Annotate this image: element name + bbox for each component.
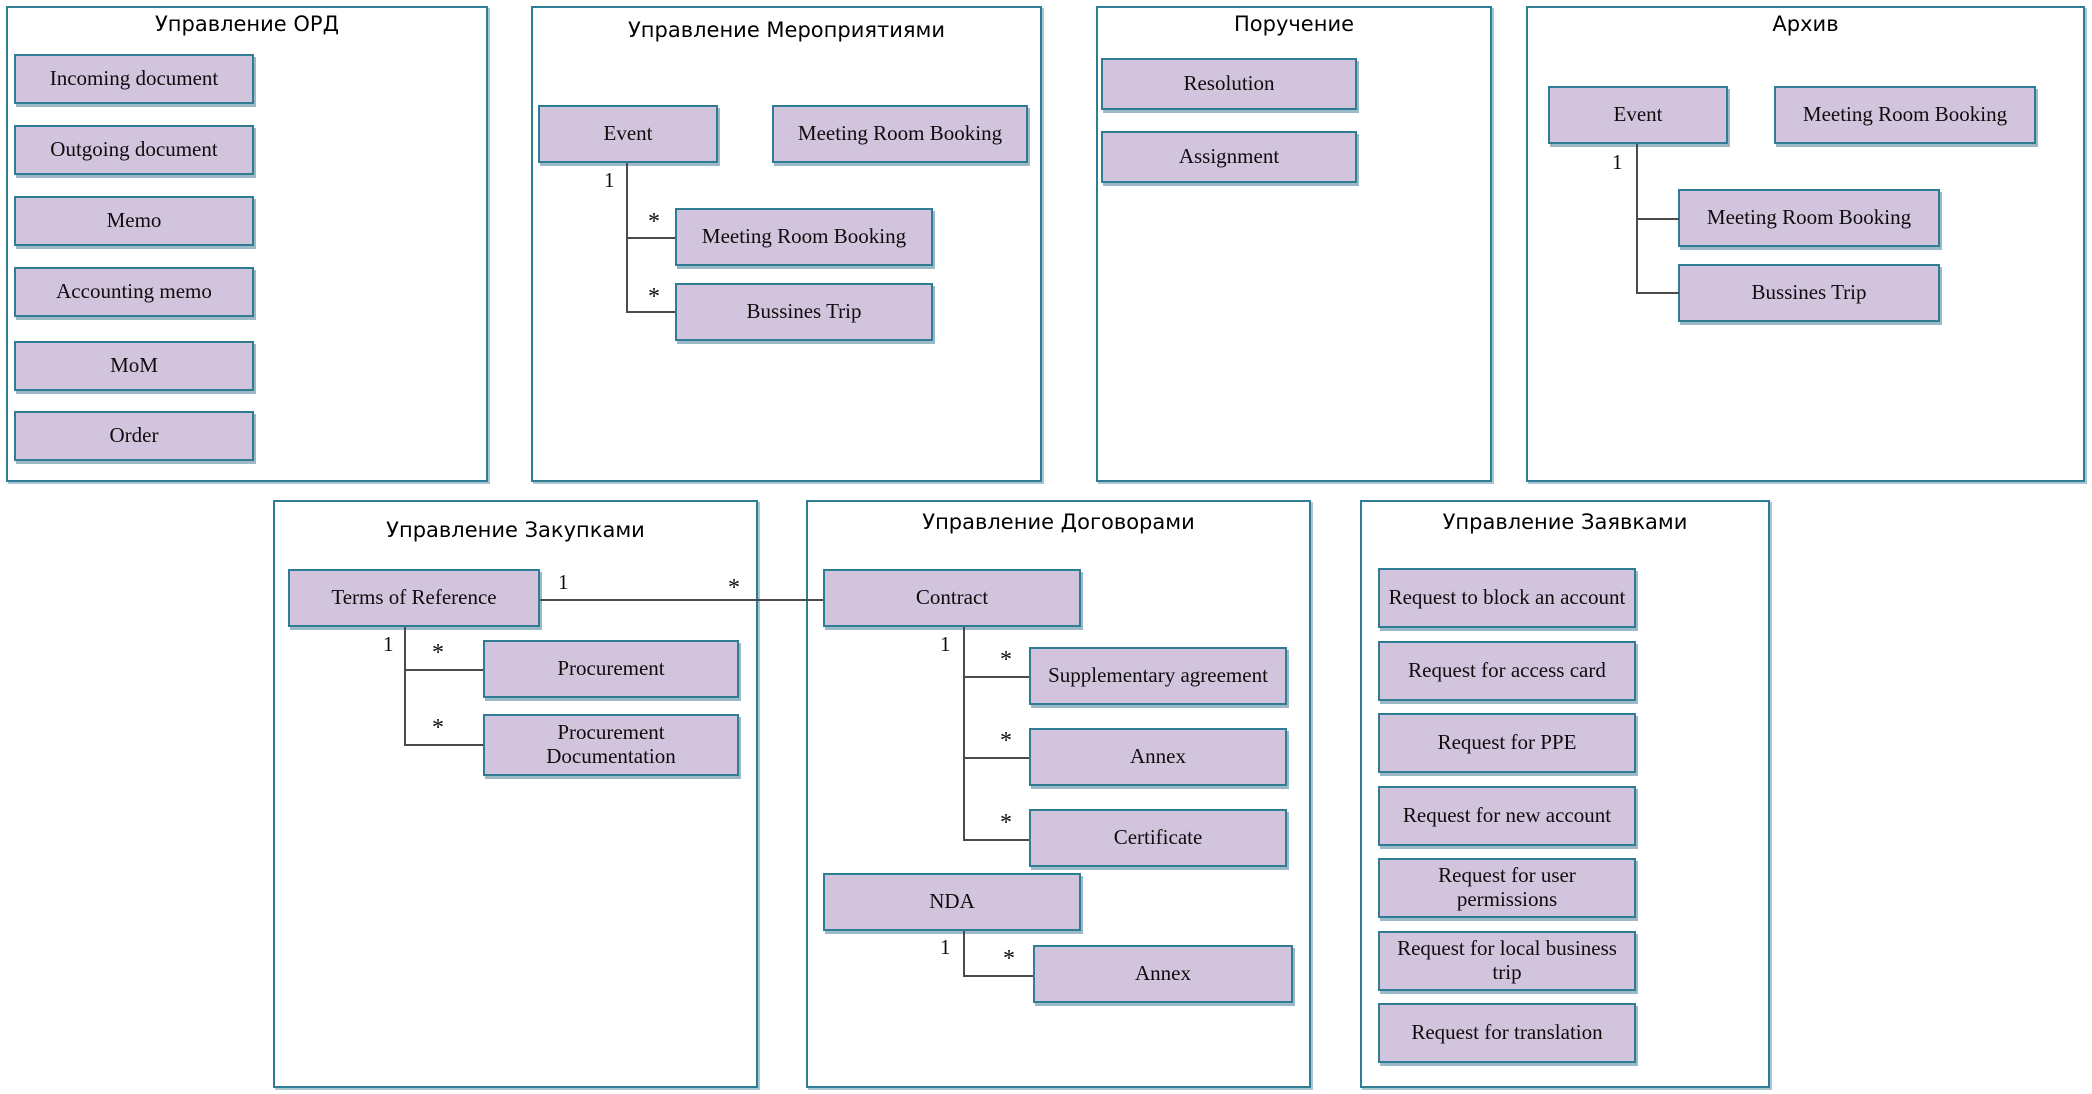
- multiplicity-certificate-target: *: [1000, 810, 1012, 836]
- multiplicity-terms-of-reference-source: 1: [383, 632, 394, 656]
- connector-nda-to-annex: [963, 975, 1033, 977]
- connector-contract-to-certificate: [963, 839, 1029, 841]
- connector-contract-trunk: [963, 627, 965, 839]
- multiplicity-terms-of-reference-to-contract-target: *: [728, 575, 740, 601]
- multiplicity-annex-nda-target: *: [1003, 946, 1015, 972]
- class-request-translation[interactable]: Request for translation: [1378, 1003, 1636, 1063]
- multiplicity-event-source: 1: [604, 168, 615, 192]
- class-archive-meeting-room-booking-standalone[interactable]: Meeting Room Booking: [1774, 86, 2036, 144]
- connector-terms-of-reference-to-contract: [540, 599, 823, 601]
- multiplicity-supplementary-agreement-target: *: [1000, 647, 1012, 673]
- class-request-access-card[interactable]: Request for access card: [1378, 641, 1636, 701]
- connector-terms-of-reference-to-procurement-documentation: [404, 744, 483, 746]
- connector-archive-event-to-bussines-trip: [1636, 292, 1679, 294]
- class-mom[interactable]: MoM: [14, 341, 254, 391]
- package-ord-title: Управление ОРД: [154, 12, 340, 36]
- class-bussines-trip[interactable]: Bussines Trip: [675, 283, 933, 341]
- class-request-ppe[interactable]: Request for PPE: [1378, 713, 1636, 773]
- class-supplementary-agreement[interactable]: Supplementary agreement: [1029, 647, 1287, 705]
- multiplicity-annex-contract-target: *: [1000, 728, 1012, 754]
- package-requests-title: Управление Заявками: [1442, 510, 1688, 534]
- class-resolution[interactable]: Resolution: [1101, 58, 1357, 110]
- multiplicity-archive-event-source: 1: [1612, 150, 1623, 174]
- class-archive-event[interactable]: Event: [1548, 86, 1728, 144]
- class-order[interactable]: Order: [14, 411, 254, 461]
- connector-contract-to-supplementary-agreement: [963, 676, 1029, 678]
- class-archive-bussines-trip[interactable]: Bussines Trip: [1678, 264, 1940, 322]
- multiplicity-procurement-documentation-target: *: [432, 715, 444, 741]
- multiplicity-contract-source: 1: [940, 632, 951, 656]
- package-contracts-title: Управление Договорами: [922, 510, 1195, 534]
- package-assignments-title: Поручение: [1233, 12, 1355, 36]
- class-annex-nda[interactable]: Annex: [1033, 945, 1293, 1003]
- class-assignment[interactable]: Assignment: [1101, 131, 1357, 183]
- class-annex-contract[interactable]: Annex: [1029, 728, 1287, 786]
- package-procurement-title: Управление Закупками: [386, 518, 645, 542]
- package-archive-title: Архив: [1772, 12, 1839, 36]
- class-memo[interactable]: Memo: [14, 196, 254, 246]
- class-procurement-documentation[interactable]: Procurement Documentation: [483, 714, 739, 776]
- class-request-local-business-trip[interactable]: Request for local business trip: [1378, 931, 1636, 991]
- class-request-new-account[interactable]: Request for new account: [1378, 786, 1636, 846]
- class-procurement[interactable]: Procurement: [483, 640, 739, 698]
- class-archive-meeting-room-booking-child[interactable]: Meeting Room Booking: [1678, 189, 1940, 247]
- multiplicity-meeting-room-booking-target: *: [648, 209, 660, 235]
- connector-event-to-bussines-trip: [626, 311, 675, 313]
- class-request-block-account[interactable]: Request to block an account: [1378, 568, 1636, 628]
- class-contract[interactable]: Contract: [823, 569, 1081, 627]
- multiplicity-nda-source: 1: [940, 935, 951, 959]
- connector-archive-event-to-meeting-room-booking: [1636, 218, 1679, 220]
- class-meeting-room-booking-standalone[interactable]: Meeting Room Booking: [772, 105, 1028, 163]
- class-request-user-permissions[interactable]: Request for user permissions: [1378, 858, 1636, 918]
- class-incoming-document[interactable]: Incoming document: [14, 54, 254, 104]
- class-terms-of-reference[interactable]: Terms of Reference: [288, 569, 540, 627]
- connector-nda-trunk: [963, 931, 965, 975]
- class-certificate[interactable]: Certificate: [1029, 809, 1287, 867]
- class-event[interactable]: Event: [538, 105, 718, 163]
- class-meeting-room-booking-child[interactable]: Meeting Room Booking: [675, 208, 933, 266]
- connector-terms-of-reference-trunk: [404, 627, 406, 745]
- class-outgoing-document[interactable]: Outgoing document: [14, 125, 254, 175]
- class-nda[interactable]: NDA: [823, 873, 1081, 931]
- multiplicity-procurement-target: *: [432, 640, 444, 666]
- connector-terms-of-reference-to-procurement: [404, 669, 483, 671]
- class-accounting-memo[interactable]: Accounting memo: [14, 267, 254, 317]
- package-events-title: Управление Мероприятиями: [628, 18, 945, 42]
- connector-contract-to-annex: [963, 757, 1029, 759]
- multiplicity-bussines-trip-target: *: [648, 284, 660, 310]
- connector-event-to-meeting-room-booking: [626, 237, 675, 239]
- multiplicity-terms-of-reference-to-contract-source: 1: [558, 570, 569, 594]
